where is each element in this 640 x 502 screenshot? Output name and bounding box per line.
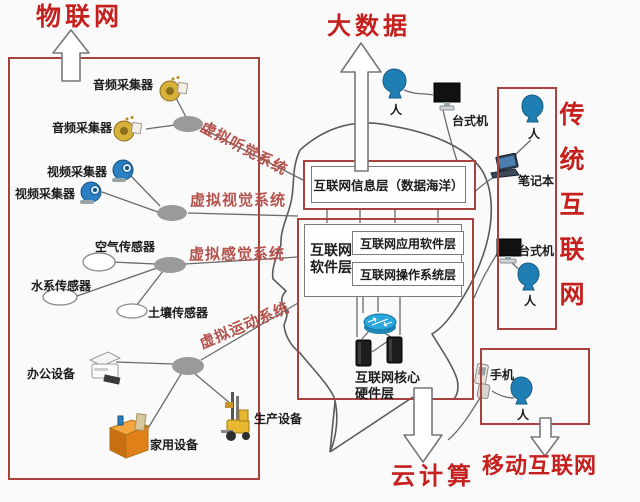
person-label: 人 [390, 103, 403, 117]
software-layer-label: 互联网 软件层 [310, 243, 352, 276]
forklift-icon [221, 392, 250, 441]
app-layer-label: 互联网应用软件层 [359, 236, 456, 251]
video-collector-label: 视频采集器 [15, 187, 76, 201]
phone-label: 手机 [490, 368, 515, 382]
info-layer-box: 互联网信息层（数据海洋） [311, 166, 466, 203]
production-equipment-label: 生产设备 [254, 412, 303, 426]
audio-collector-label: 音频采集器 [52, 121, 113, 135]
desktop-label: 台式机 [452, 114, 489, 128]
person-label: 人 [517, 408, 530, 422]
person-icon [382, 68, 407, 99]
mobile-internet-frame [480, 348, 590, 425]
mobile-internet-title: 移动互联网 [482, 454, 598, 479]
home-equipment-label: 家用设备 [150, 438, 199, 452]
traditional-internet-frame [497, 87, 557, 330]
video-collector-icon [80, 181, 102, 204]
app-layer-box: 互联网应用软件层 [352, 231, 464, 255]
audio-collector-icon [113, 116, 142, 142]
hardware-layer-label: 互联网核心 硬件层 [355, 371, 421, 402]
person-icon [521, 94, 544, 123]
traditional-internet-title: 传统互联网 [559, 100, 585, 309]
printer-icon [88, 351, 122, 385]
laptop-label: 笔记本 [518, 174, 555, 188]
video-collector-label: 视频采集器 [47, 165, 108, 179]
video-collector-icon [112, 159, 134, 182]
person-icon [510, 376, 533, 405]
virtual-sensory-label: 虚拟感觉系统 [189, 245, 286, 263]
os-layer-box: 互联网操作系统层 [352, 262, 464, 286]
cloud-title: 云计算 [391, 462, 475, 490]
desktop-label: 台式机 [518, 244, 555, 258]
virtual-visual-label: 虚拟视觉系统 [190, 191, 287, 209]
person-label: 人 [524, 294, 537, 308]
os-layer-label: 互联网操作系统层 [359, 267, 456, 282]
air-sensor-label: 空气传感器 [95, 240, 156, 254]
bigdata-up-arrow [340, 42, 382, 172]
soil-sensor-label: 土壤传感器 [148, 306, 209, 320]
home-appliance-icon [108, 412, 150, 459]
water-sensor-label: 水系传感器 [31, 279, 92, 293]
audio-collector-label: 音频采集器 [93, 78, 154, 92]
info-layer-label: 互联网信息层（数据海洋） [313, 178, 464, 193]
iot-title: 物联网 [36, 2, 124, 31]
desktop-monitor-icon [433, 82, 461, 111]
iot-region-frame [8, 57, 260, 480]
office-equipment-label: 办公设备 [27, 367, 76, 381]
person-label: 人 [528, 127, 541, 141]
bigdata-title: 大数据 [327, 12, 411, 40]
